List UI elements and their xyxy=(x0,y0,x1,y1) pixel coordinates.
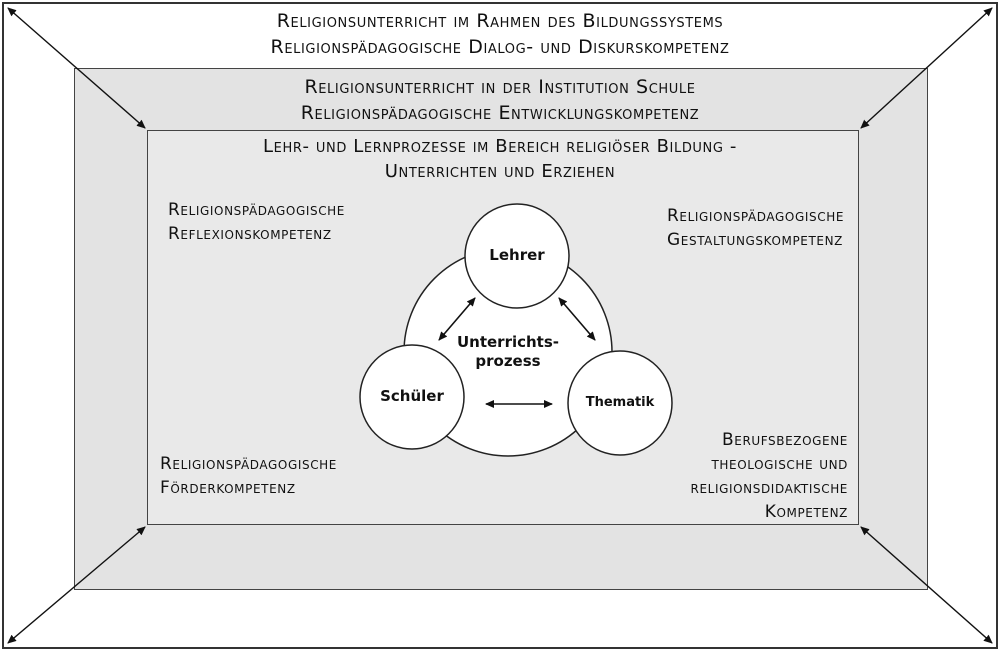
node-circle-thematik xyxy=(567,350,673,456)
middle-title-line1: Religionsunterricht in der Institution S… xyxy=(304,76,696,98)
competence-gestaltung-line2: Gestaltungskompetenz xyxy=(667,230,843,250)
corner-arrow-top-right xyxy=(860,7,993,129)
competence-foerder: Religionspädagogische Förderkompetenz xyxy=(160,452,337,500)
competence-berufsbezogen-line2: theologische und xyxy=(711,454,848,474)
competence-berufsbezogen-line4: Kompetenz xyxy=(764,502,848,522)
arrow-lehrer-schueler xyxy=(438,297,476,341)
competence-gestaltung: Religionspädagogische Gestaltungskompete… xyxy=(667,204,844,252)
label-unterrichtsprozess-line2: prozess xyxy=(475,352,541,370)
outer-title: Religionsunterricht im Rahmen des Bildun… xyxy=(0,8,1000,60)
middle-title-line2: Religionspädagogische Entwicklungskompet… xyxy=(300,102,700,124)
competence-reflexion-line2: Reflexionskompetenz xyxy=(168,224,332,244)
competence-foerder-line1: Religionspädagogische xyxy=(160,454,337,474)
label-unterrichtsprozess: Unterrichts- prozess xyxy=(446,333,570,371)
label-schueler: Schüler xyxy=(380,387,444,405)
inner-title-line1: Lehr- und Lernprozesse im Bereich religi… xyxy=(263,136,737,157)
corner-arrow-bottom-left xyxy=(7,526,146,644)
competence-berufsbezogen-line3: religionsdidaktische xyxy=(690,478,848,498)
outer-title-line1: Religionsunterricht im Rahmen des Bildun… xyxy=(276,10,724,32)
competence-foerder-line2: Förderkompetenz xyxy=(160,478,296,498)
node-circle-schueler xyxy=(359,344,465,450)
middle-title: Religionsunterricht in der Institution S… xyxy=(0,74,1000,126)
label-lehrer: Lehrer xyxy=(489,246,545,264)
inner-title: Lehr- und Lernprozesse im Bereich religi… xyxy=(0,134,1000,184)
competence-berufsbezogen: Berufsbezogene theologische und religion… xyxy=(691,428,848,524)
competence-reflexion: Religionspädagogische Reflexionskompeten… xyxy=(168,198,345,246)
outer-title-line2: Religionspädagogische Dialog- und Diskur… xyxy=(270,36,730,58)
label-unterrichtsprozess-line1: Unterrichts- xyxy=(456,333,560,351)
corner-arrow-top-left xyxy=(7,7,146,129)
corner-arrow-bottom-right xyxy=(860,526,993,644)
label-thematik: Thematik xyxy=(585,395,655,410)
competence-gestaltung-line1: Religionspädagogische xyxy=(667,206,844,226)
node-circle-lehrer xyxy=(464,203,570,309)
competence-berufsbezogen-line1: Berufsbezogene xyxy=(722,430,848,450)
inner-title-line2: Unterrichten und Erziehen xyxy=(384,161,616,182)
competence-reflexion-line1: Religionspädagogische xyxy=(168,200,345,220)
arrow-lehrer-thematik xyxy=(558,297,596,341)
